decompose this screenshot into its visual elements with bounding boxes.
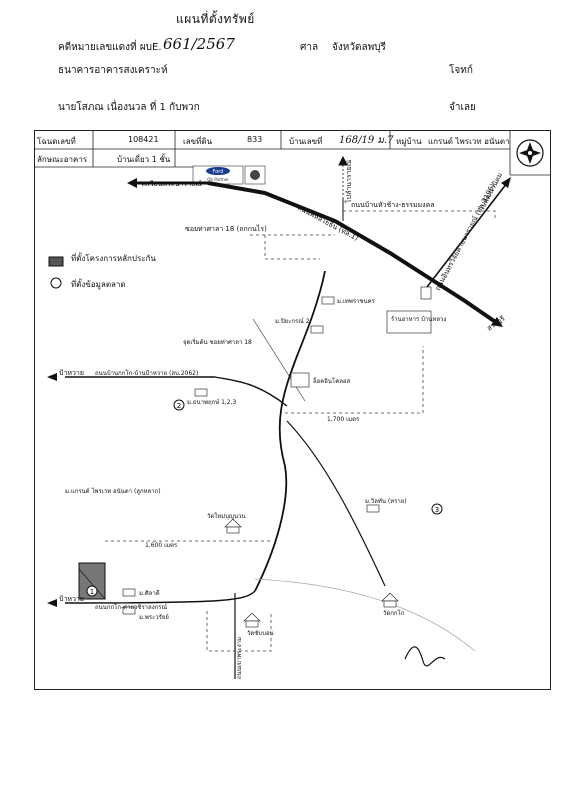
building-icon [194,388,208,397]
house-label: บ้านเลขที่ [289,137,323,146]
label-road-kok-2: ถนนกกโก-ค่ายวชิราลงกรณ์ [95,603,168,611]
building-icon [122,588,136,597]
defendant-name: นายโสภณ เนื่องนวล ที่ 1 กับพวก [58,102,200,113]
page-title: แผนที่ตั้งทรัพย์ [176,12,255,26]
label-m-thammarat: ม.เทพราชนคร [337,298,376,305]
marker-2-label: 2 [177,402,181,410]
label-m-grand: ม.แกรนด์ ไพรเวท อนันตา (ลูกหลาก) [65,487,161,495]
temple-icon [224,518,242,528]
label-road-kok: ถนนบ้านกกโก-บ้านป้าหวาย (ลบ.2062) [95,369,198,377]
building-value: บ้านเดี่ยว 1 ชั้น [117,155,171,164]
building-icon [122,606,136,615]
building-label: ลักษณะอาคาร [37,155,88,164]
marker-3-label: 3 [435,506,439,514]
road-kok-2 [64,590,256,604]
road-khok-dashed [343,210,496,221]
deed-label: โฉนดเลขที่ [37,137,76,146]
legend [48,256,64,289]
map-drawing: Ford Ob Partner [35,131,550,679]
label-m-piyaporn: ม.ปิยะกรณ์ 2 [275,317,310,325]
label-wat-sub: วัดซับบอน [247,630,274,637]
case-number: 661/2567 [163,35,235,53]
signature [404,646,446,667]
label-dist-1700: 1,700 เมตร [327,416,360,423]
temple-icon [243,612,261,622]
road-down-dashed [206,611,272,652]
court-name: จังหวัดลพบุรี [332,42,386,53]
start-point-line [252,318,306,402]
label-road-down: ถนนเขาพระงาม [236,637,243,679]
road-phatthana [426,177,511,288]
land-value: 833 [247,135,263,144]
legend-collateral-label: ที่ตั้งโครงการหลักประกัน [71,254,156,263]
label-soi: ซอยท่าศาลา 18 (ถกกนไร) [185,224,267,233]
store-marker-icon [420,286,432,300]
market-marker-3: 3 [431,503,443,515]
label-wat-kok: วัดกกโก [383,609,405,617]
temple-icon [245,620,259,628]
label-bowling: ล็อคอินโคลอส [313,376,351,385]
info-table-grid [35,131,550,176]
road-wat-kok [286,420,386,587]
plaintiff-name: ธนาคารอาคารสงเคราะห์ [58,65,168,76]
temple-icons [224,518,399,628]
court-label: ศาล [300,42,319,53]
deed-value: 108421 [128,135,159,144]
building-icon [310,325,324,334]
road-kok-branch [65,376,288,407]
defendant-role: จำเลย [449,102,476,113]
village-value: แกรนด์ ไพรเวท อนันตา [428,137,510,146]
store-box [386,310,432,334]
label-m-sitawadee: ม.ศิลาดี [139,589,160,597]
bowling-icon [290,372,310,388]
label-to-lamnarai: ไปลำนารายณ์ [344,159,353,204]
label-store: ร้านอาหาร บ้านหลวง [391,316,446,323]
label-road-suk: ถนนอินทรวิจัยค่ายนารายณ์ (ทล.3196) [434,182,497,292]
road-lamnarai [338,155,348,221]
legend-market-label: ที่ตั้งข้อมูลตลาด [71,280,126,289]
label-m-khanin: ม.วิลทัน (ทราย) [365,498,407,505]
village-label: หมู่บ้าน [396,137,422,146]
temple-icon [383,600,397,608]
road-main-soi [254,270,326,592]
map-frame: โฉนดเลขที่ 108421 เลขที่ดิน 833 บ้านเลขท… [34,130,551,690]
market-marker-2: 2 [173,399,185,411]
label-road-khok: ถนนบ้านหัวช้าง-ธรรมมงคล [351,201,435,209]
ford-sub-label: Ob Partner [207,177,229,182]
label-to-bankhwai: ป้าหวาย [59,369,84,377]
label-m-chanapat: ม.ธนาพฤกษ์ 1,2,3 [187,398,237,406]
road-1700-dashed [285,346,424,414]
market-legend-icon [50,277,62,289]
ford-label: Ford [213,169,224,175]
ford-logo: Ford Ob Partner [192,165,266,185]
road-bottom-right [254,578,476,652]
compass-icon [516,139,544,167]
label-m-fahrada: ม.พระวรัยย์ [139,613,169,621]
label-dist-1600: 1,600 เมตร [145,542,178,549]
collateral-legend-icon [48,256,64,267]
label-to-bankhwai-2: ป้าหวาย [59,595,84,603]
building-icons [122,286,432,615]
highway-phahon-yothin [127,178,503,327]
marker-1-label: 1 [90,588,94,596]
land-label: เลขที่ดิน [183,137,213,146]
case-label: คดีหมายเลขแดงที่ ผบE. [58,42,162,53]
plaintiff-role: โจทก์ [449,65,473,76]
building-icon [321,296,335,305]
label-start-point: จุดเริ่มต้น ซอยท่าศาลา 18 [183,338,252,346]
temple-icon [226,526,240,534]
temple-icon [381,592,399,602]
collateral-site: 1 [78,562,106,600]
label-wat-nai: วัดใหม่บุญนวน [207,512,246,520]
label-to-narai: วงเวียนพระนารายณ์ [140,180,202,188]
road-soi-dashed-2 [264,235,320,260]
building-icon [366,504,380,513]
house-value: 168/19 ม.7 [339,135,394,146]
